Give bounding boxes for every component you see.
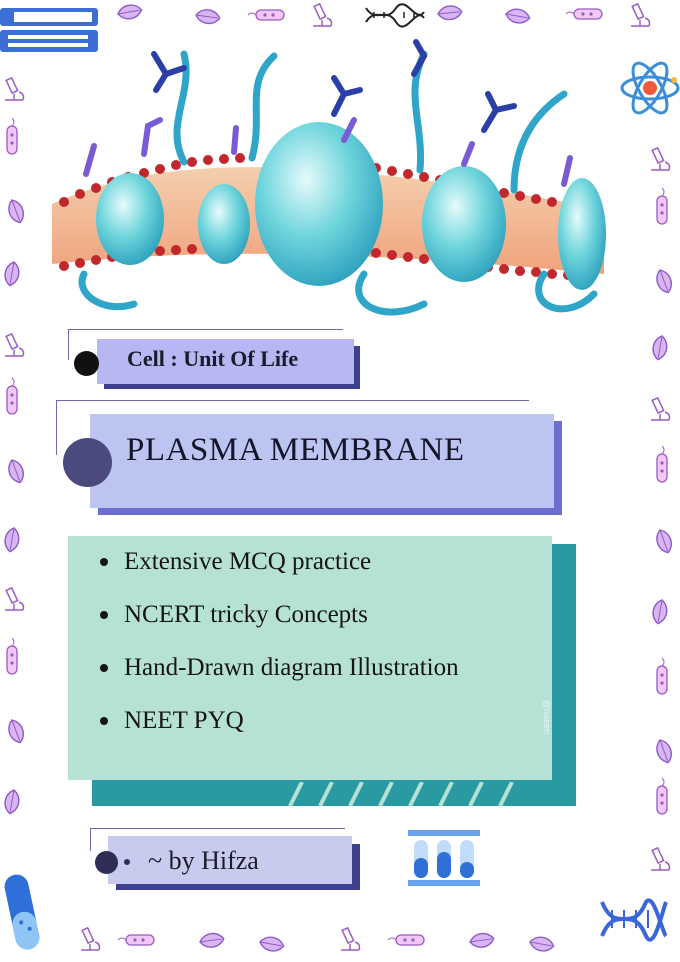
microscope-icon (340, 927, 361, 951)
leaf-icon (2, 788, 22, 816)
bacteria-icon (247, 9, 285, 21)
author-dot (95, 851, 118, 874)
title-dot (63, 438, 112, 487)
leaf-icon (198, 931, 226, 950)
microscope-icon (630, 3, 651, 27)
microscope-icon (312, 3, 333, 27)
list-item: Extensive MCQ practice (100, 542, 459, 595)
leaf-icon (652, 736, 676, 766)
leaf-icon (258, 934, 286, 954)
test-tubes-icon (408, 830, 480, 886)
dna-icon (600, 898, 668, 942)
leaf-icon (4, 196, 28, 226)
bacteria-icon (387, 934, 425, 946)
leaf-icon (468, 931, 496, 950)
watermark: @naeen (542, 700, 552, 735)
author-outline (90, 828, 345, 851)
leaf-icon (4, 716, 28, 746)
leaf-icon (436, 4, 464, 22)
microscope-icon (650, 847, 671, 871)
title-box (90, 414, 554, 508)
capsule-icon (4, 874, 40, 950)
bacteria-icon (6, 377, 18, 415)
leaf-icon (652, 266, 676, 296)
leaf-icon (2, 260, 22, 288)
feature-card (68, 536, 552, 780)
bacteria-icon (656, 657, 668, 695)
microscope-icon (650, 397, 671, 421)
dna-icon (365, 3, 425, 28)
list-item: NCERT tricky Concepts (100, 595, 459, 648)
section-tag-label: Cell : Unit Of Life (127, 346, 299, 371)
author-label: ~ by Hifza (148, 846, 259, 875)
microscope-icon (80, 927, 101, 951)
author-box (108, 836, 352, 884)
microscope-icon (4, 333, 25, 357)
atom-icon (620, 61, 680, 115)
feature-list: Extensive MCQ practice NCERT tricky Conc… (100, 542, 459, 754)
leaf-icon (4, 456, 28, 486)
books-icon (0, 8, 98, 52)
bacteria-icon (565, 8, 603, 20)
bacteria-icon (6, 117, 18, 155)
author-small-dot (124, 859, 130, 865)
section-tag-box (97, 339, 354, 384)
microscope-icon (4, 77, 25, 101)
leaf-icon (116, 2, 144, 22)
bacteria-icon (6, 637, 18, 675)
microscope-icon (650, 147, 671, 171)
bacteria-icon (117, 934, 155, 946)
list-item: Hand-Drawn diagram Illustration (100, 648, 459, 701)
section-tag-outline (68, 329, 343, 360)
leaf-icon (650, 334, 670, 362)
bacteria-icon (656, 777, 668, 815)
bacteria-icon (656, 187, 668, 225)
bacteria-icon (656, 445, 668, 483)
leaf-icon (2, 526, 22, 554)
page-title: PLASMA MEMBRANE (126, 432, 465, 468)
list-item: NEET PYQ (100, 701, 459, 754)
leaf-icon (194, 7, 222, 26)
leaf-icon (652, 526, 676, 556)
plasma-membrane-illustration (52, 39, 606, 316)
leaf-icon (650, 598, 670, 626)
leaf-icon (504, 6, 532, 26)
title-outline (56, 400, 529, 455)
feature-card-stripes (288, 782, 514, 806)
leaf-icon (528, 934, 556, 954)
microscope-icon (4, 587, 25, 611)
section-tag-dot (74, 351, 99, 376)
